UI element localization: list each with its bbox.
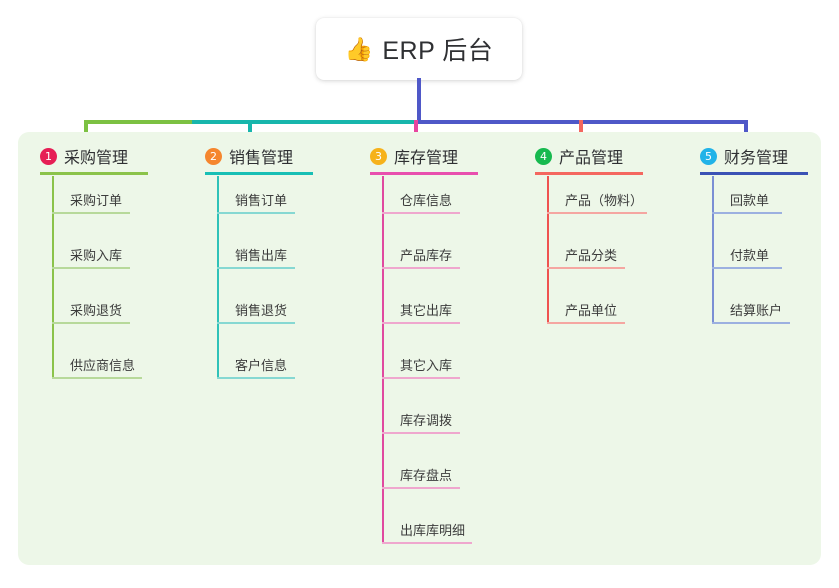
module-item-rule <box>382 542 472 544</box>
module-item-label: 采购入库 <box>70 248 123 263</box>
module-item[interactable]: 销售出库 <box>217 225 299 269</box>
module-item-rule <box>382 487 460 489</box>
module-item[interactable]: 回款单 <box>712 170 786 214</box>
column-spine-4 <box>547 176 549 324</box>
module-item-label: 采购订单 <box>70 193 123 208</box>
column-spine-1 <box>52 176 54 379</box>
module-item-label: 销售订单 <box>235 193 288 208</box>
module-item-rule <box>52 377 142 379</box>
module-item-rule <box>547 212 647 214</box>
module-item[interactable]: 供应商信息 <box>52 335 146 379</box>
module-item-label: 库存盘点 <box>400 468 453 483</box>
module-item-rule <box>382 267 460 269</box>
column-badge-5: 5 <box>700 147 717 165</box>
module-item-label: 其它出库 <box>400 303 453 318</box>
module-item-label: 销售退货 <box>235 303 288 318</box>
column-header-3[interactable]: 3 库存管理 <box>370 144 458 168</box>
connector-root-stem <box>417 78 421 124</box>
module-item-rule <box>382 212 460 214</box>
module-item-label: 库存调拨 <box>400 413 453 428</box>
module-item-rule <box>547 322 625 324</box>
module-item-label: 产品单位 <box>565 303 618 318</box>
module-item-label: 客户信息 <box>235 358 288 373</box>
root-node-content: 👍 ERP 后台 <box>345 31 494 67</box>
column-title-5: 财务管理 <box>724 150 789 167</box>
module-item[interactable]: 库存盘点 <box>382 445 464 489</box>
module-item-label: 付款单 <box>730 248 770 263</box>
module-item-label: 供应商信息 <box>70 358 136 373</box>
modules-panel: 1 采购管理采购订单采购入库采购退货供应商信息 2 销售管理销售订单销售出库销售退货客… <box>18 132 821 565</box>
column-header-1[interactable]: 1 采购管理 <box>40 144 128 168</box>
module-item[interactable]: 采购入库 <box>52 225 134 269</box>
root-node-erp-backend[interactable]: 👍 ERP 后台 <box>316 18 522 80</box>
module-item[interactable]: 采购订单 <box>52 170 134 214</box>
module-item-label: 结算账户 <box>730 303 783 318</box>
module-item-rule <box>712 267 782 269</box>
column-badge-1: 1 <box>40 147 57 165</box>
module-item-rule <box>52 322 130 324</box>
module-item[interactable]: 付款单 <box>712 225 786 269</box>
column-badge-4: 4 <box>535 147 552 165</box>
module-item[interactable]: 其它出库 <box>382 280 464 324</box>
module-item-rule <box>382 377 460 379</box>
column-spine-2 <box>217 176 219 379</box>
module-item[interactable]: 库存调拨 <box>382 390 464 434</box>
module-item[interactable]: 产品单位 <box>547 280 629 324</box>
column-title-4: 产品管理 <box>559 150 624 167</box>
module-item-rule <box>217 322 295 324</box>
module-item[interactable]: 销售订单 <box>217 170 299 214</box>
module-item-rule <box>382 432 460 434</box>
module-item[interactable]: 仓库信息 <box>382 170 464 214</box>
module-item[interactable]: 出库库明细 <box>382 500 476 544</box>
column-badge-2: 2 <box>205 147 222 165</box>
column-rule-1 <box>40 172 148 175</box>
module-item-label: 销售出库 <box>235 248 288 263</box>
root-node-title: ERP 后台 <box>382 37 494 65</box>
column-header-5[interactable]: 5 财务管理 <box>700 144 788 168</box>
module-item-label: 出库库明细 <box>400 523 466 538</box>
module-item-rule <box>712 212 782 214</box>
module-item-label: 采购退货 <box>70 303 123 318</box>
module-item-label: 仓库信息 <box>400 193 453 208</box>
connector-bus-segment-green <box>86 120 192 124</box>
module-item[interactable]: 产品（物料） <box>547 170 651 214</box>
thumbs-up-icon: 👍 <box>344 35 374 62</box>
module-item[interactable]: 客户信息 <box>217 335 299 379</box>
module-item-label: 产品（物料） <box>565 193 644 208</box>
module-item-rule <box>52 267 130 269</box>
module-item[interactable]: 采购退货 <box>52 280 134 324</box>
module-item-rule <box>712 322 790 324</box>
module-item-rule <box>217 377 295 379</box>
column-header-2[interactable]: 2 销售管理 <box>205 144 293 168</box>
column-title-2: 销售管理 <box>229 150 294 167</box>
column-rule-4 <box>535 172 643 175</box>
module-item-rule <box>52 212 130 214</box>
module-item-rule <box>382 322 460 324</box>
module-item-label: 回款单 <box>730 193 770 208</box>
column-header-4[interactable]: 4 产品管理 <box>535 144 623 168</box>
column-rule-3 <box>370 172 478 175</box>
module-item-label: 其它入库 <box>400 358 453 373</box>
module-item[interactable]: 产品库存 <box>382 225 464 269</box>
module-item-rule <box>217 212 295 214</box>
module-item-label: 产品库存 <box>400 248 453 263</box>
module-item-rule <box>547 267 625 269</box>
module-item-label: 产品分类 <box>565 248 618 263</box>
module-item[interactable]: 产品分类 <box>547 225 629 269</box>
column-title-1: 采购管理 <box>64 150 129 167</box>
module-item-rule <box>217 267 295 269</box>
module-item[interactable]: 结算账户 <box>712 280 794 324</box>
column-title-3: 库存管理 <box>394 150 459 167</box>
column-badge-3: 3 <box>370 147 387 165</box>
module-item[interactable]: 销售退货 <box>217 280 299 324</box>
column-rule-2 <box>205 172 313 175</box>
column-rule-5 <box>700 172 808 175</box>
module-item[interactable]: 其它入库 <box>382 335 464 379</box>
column-spine-3 <box>382 176 384 544</box>
column-spine-5 <box>712 176 714 324</box>
connector-bus-segment-teal <box>192 120 416 124</box>
